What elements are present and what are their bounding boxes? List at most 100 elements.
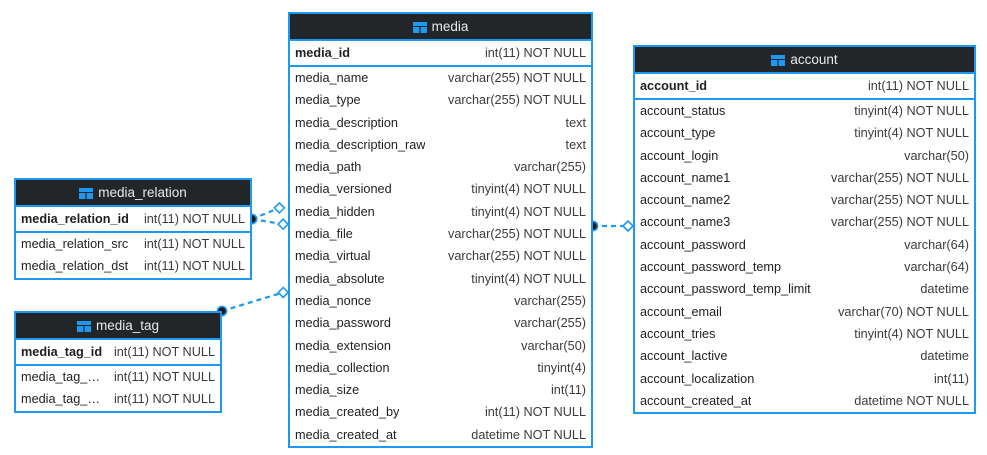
entity-title: account — [790, 52, 838, 67]
column-type: varchar(255) — [514, 293, 586, 308]
table-icon — [771, 49, 786, 72]
column-type: datetime — [920, 349, 969, 364]
column-name: account_login — [640, 148, 719, 163]
column-name: media_description — [295, 115, 398, 130]
column-name: media_versioned — [295, 182, 392, 197]
column-name: account_created_at — [640, 393, 752, 408]
column-name: account_password — [640, 237, 746, 252]
column-type: varchar(255) NOT NULL — [831, 170, 969, 185]
column-type: varchar(255) NOT NULL — [448, 249, 586, 264]
column-name: account_name3 — [640, 215, 731, 230]
column-type: int(11) NOT NULL — [143, 237, 245, 251]
column-name: media_path — [295, 160, 362, 175]
relationship-diamond-endpoint — [273, 201, 286, 215]
table-icon — [412, 16, 427, 39]
table-icon — [79, 182, 94, 205]
column-row[interactable]: account_name2 varchar(255) NOT NULL — [635, 189, 974, 211]
column-row[interactable]: media_file varchar(255) NOT NULL — [290, 223, 591, 245]
entity-header-media_relation: media_relation — [16, 180, 250, 207]
entity-header-media: media — [290, 14, 591, 41]
column-type: int(11) NOT NULL — [484, 46, 586, 60]
column-name: media_relation_id — [21, 212, 129, 226]
column-name: account_type — [640, 126, 716, 141]
column-type: varchar(255) NOT NULL — [831, 193, 969, 208]
column-name: media_tag_src — [21, 370, 104, 384]
column-name: media_file — [295, 227, 353, 242]
column-name: media_size — [295, 383, 360, 398]
column-type: int(11) NOT NULL — [113, 370, 215, 384]
column-type: int(11) NOT NULL — [143, 212, 245, 226]
column-type: varchar(255) — [514, 160, 586, 175]
column-name: account_localization — [640, 371, 755, 386]
column-name: media_tag_dst — [21, 392, 104, 407]
column-type: tinyint(4) NOT NULL — [471, 204, 586, 219]
column-row[interactable]: media_type varchar(255) NOT NULL — [290, 89, 591, 111]
column-row[interactable]: account_tries tinyint(4) NOT NULL — [635, 323, 974, 345]
column-name: media_created_by — [295, 405, 400, 420]
column-name: media_type — [295, 93, 361, 108]
column-type: varchar(50) — [521, 338, 586, 353]
column-name: account_name2 — [640, 193, 731, 208]
entity-header-media_tag: media_tag — [16, 313, 220, 340]
column-name: media_password — [295, 316, 391, 331]
column-type: int(11) — [550, 383, 586, 398]
primary-key-row[interactable]: media_relation_id int(11) NOT NULL — [16, 207, 250, 233]
column-type: int(11) NOT NULL — [143, 259, 245, 274]
column-row[interactable]: media_password varchar(255) — [290, 312, 591, 334]
column-type: varchar(255) NOT NULL — [831, 215, 969, 230]
column-row[interactable]: account_lactive datetime — [635, 345, 974, 367]
column-type: varchar(255) NOT NULL — [448, 93, 586, 108]
entity-table-media_relation[interactable]: media_relation media_relation_id int(11) N… — [14, 178, 252, 280]
relationship-diamond-endpoint — [276, 218, 290, 231]
column-type: tinyint(4) NOT NULL — [854, 326, 969, 341]
entity-header-account: account — [635, 47, 974, 74]
column-type: varchar(255) — [514, 316, 586, 331]
column-type: varchar(255) NOT NULL — [448, 227, 586, 242]
column-name: account_status — [640, 104, 726, 118]
column-row[interactable]: media_size int(11) — [290, 379, 591, 401]
column-row[interactable]: account_name3 varchar(255) NOT NULL — [635, 211, 974, 233]
column-row[interactable]: media_tag_src int(11) NOT NULL — [16, 366, 220, 388]
column-type: tinyint(4) NOT NULL — [471, 271, 586, 286]
column-name: account_lactive — [640, 349, 728, 364]
column-row[interactable]: media_versioned tinyint(4) NOT NULL — [290, 178, 591, 200]
entity-title: media_tag — [95, 318, 160, 333]
column-row[interactable]: media_path varchar(255) — [290, 156, 591, 178]
column-type: tinyint(4) NOT NULL — [471, 182, 586, 197]
column-name: account_tries — [640, 326, 716, 341]
